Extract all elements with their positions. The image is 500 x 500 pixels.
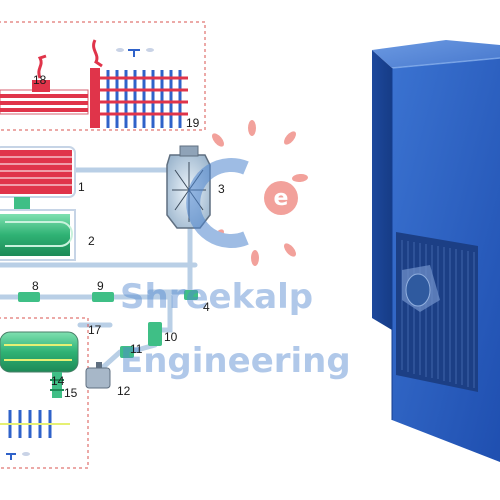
component-14-15-fittings	[50, 372, 64, 398]
watermark-text-line1: Shreekalp	[120, 277, 313, 317]
cabinet-side-face	[372, 50, 392, 330]
component-8-fitting	[18, 292, 40, 302]
component-label-19: 19	[186, 116, 200, 130]
component-10-filter	[148, 322, 162, 346]
component-label-17: 17	[88, 323, 102, 337]
component-label-9: 9	[97, 279, 104, 293]
component-1-condenser	[0, 146, 76, 209]
component-4-fitting	[184, 290, 198, 300]
component-19-heat-exchanger	[90, 39, 188, 128]
component-2-evaporator	[0, 209, 76, 261]
watermark-text-line2: Engineering	[120, 341, 351, 381]
dashed-box-bottom	[0, 317, 89, 469]
component-label-4: 4	[203, 300, 210, 314]
watermark-logo-letter: e	[274, 186, 289, 211]
air-flow-symbol	[6, 452, 30, 460]
component-label-15: 15	[64, 386, 78, 400]
component-label-2: 2	[88, 234, 95, 248]
component-label-8: 8	[32, 279, 39, 293]
component-17-tube	[0, 331, 79, 373]
dryer-cabinet	[372, 40, 500, 462]
component-9-fitting	[92, 292, 114, 302]
dashed-box-top	[0, 21, 206, 131]
component-11-valve	[120, 346, 134, 358]
component-label-14: 14	[51, 374, 65, 388]
component-label-11: 11	[130, 342, 143, 356]
cabinet-top-face	[372, 40, 500, 68]
cabinet-vent-grille	[396, 232, 478, 392]
component-18-pipe	[0, 54, 89, 115]
component-label-10: 10	[164, 330, 178, 344]
component-label-1: 1	[78, 180, 85, 194]
lower-heat-exchanger	[0, 410, 70, 438]
component-12-drain	[85, 362, 111, 389]
watermark-logo: e	[186, 120, 308, 266]
component-label-18: 18	[33, 73, 47, 87]
component-label-12: 12	[117, 384, 131, 398]
component-label-3: 3	[218, 182, 225, 196]
